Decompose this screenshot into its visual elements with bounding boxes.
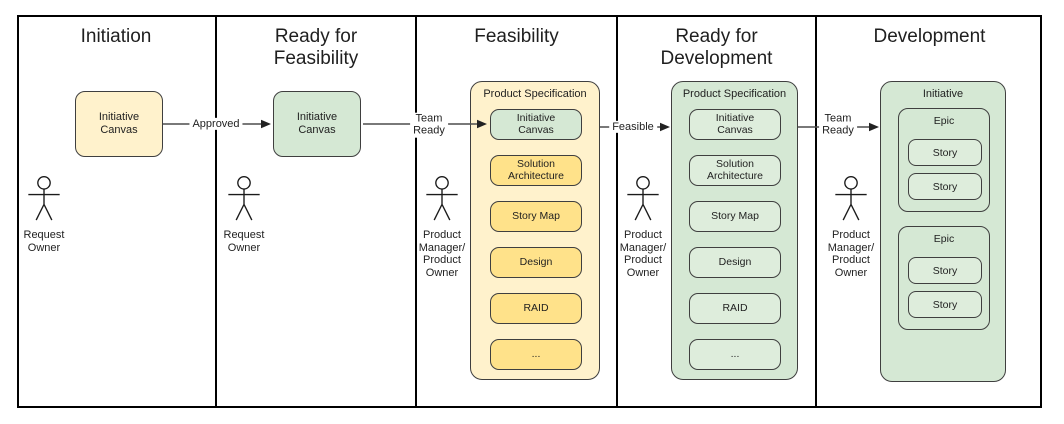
container-title: Initiative — [922, 88, 964, 100]
spec-item-more: ... — [689, 339, 781, 370]
lane-ready-for-development: Ready for Development — [618, 15, 817, 408]
initiative-container: Initiative Epic Story Story Epic Story S… — [880, 81, 1006, 382]
story-box: Story — [908, 291, 982, 318]
spec-item-more: ... — [490, 339, 582, 370]
actor-label: Request Owner — [23, 229, 65, 254]
story-box: Story — [908, 139, 982, 166]
person-icon — [832, 175, 870, 222]
spec-item-design: Design — [490, 247, 582, 278]
person-icon — [25, 175, 63, 222]
lane-title: Development — [873, 26, 986, 47]
story-box: Story — [908, 173, 982, 200]
lane-ready-for-feasibility: Ready for Feasibility — [217, 15, 417, 408]
arrow-label-team-ready-2: Team Ready — [819, 112, 857, 138]
lane-title: Ready for Feasibility — [273, 26, 359, 70]
product-specification-container: Product Specification Initiative Canvas … — [470, 81, 600, 380]
actor-label: Request Owner — [223, 229, 265, 254]
actor-label: Product Manager/ Product Owner — [619, 229, 667, 279]
initiative-canvas-box: Initiative Canvas — [75, 91, 163, 157]
spec-item-solution-architecture: Solution Architecture — [490, 155, 582, 186]
arrow-label-feasible: Feasible — [609, 120, 657, 134]
person-icon — [624, 175, 662, 222]
actor-label: Product Manager/ Product Owner — [827, 229, 875, 279]
spec-item-initiative-canvas: Initiative Canvas — [689, 109, 781, 140]
spec-item-story-map: Story Map — [490, 201, 582, 232]
arrow-label-team-ready-1: Team Ready — [410, 112, 448, 138]
lane-feasibility: Feasibility — [417, 15, 618, 408]
actor-label: Product Manager/ Product Owner — [418, 229, 466, 279]
epic-container: Epic Story Story — [898, 108, 990, 212]
spec-item-story-map: Story Map — [689, 201, 781, 232]
epic-title: Epic — [933, 233, 955, 245]
lane-title: Feasibility — [474, 26, 559, 47]
lane-title: Initiation — [80, 26, 152, 47]
spec-item-raid: RAID — [689, 293, 781, 324]
container-title: Product Specification — [483, 88, 587, 100]
spec-item-raid: RAID — [490, 293, 582, 324]
lane-initiation: Initiation — [17, 15, 217, 408]
epic-container: Epic Story Story — [898, 226, 990, 330]
person-icon — [225, 175, 263, 222]
story-box: Story — [908, 257, 982, 284]
spec-item-initiative-canvas: Initiative Canvas — [490, 109, 582, 140]
arrow-label-approved: Approved — [189, 117, 243, 131]
initiative-canvas-box: Initiative Canvas — [273, 91, 361, 157]
person-icon — [423, 175, 461, 222]
spec-item-design: Design — [689, 247, 781, 278]
lane-development: Development — [817, 15, 1042, 408]
epic-title: Epic — [933, 115, 955, 127]
spec-item-solution-architecture: Solution Architecture — [689, 155, 781, 186]
lane-title: Ready for Development — [660, 26, 773, 70]
product-specification-container: Product Specification Initiative Canvas … — [671, 81, 798, 380]
container-title: Product Specification — [682, 88, 787, 100]
